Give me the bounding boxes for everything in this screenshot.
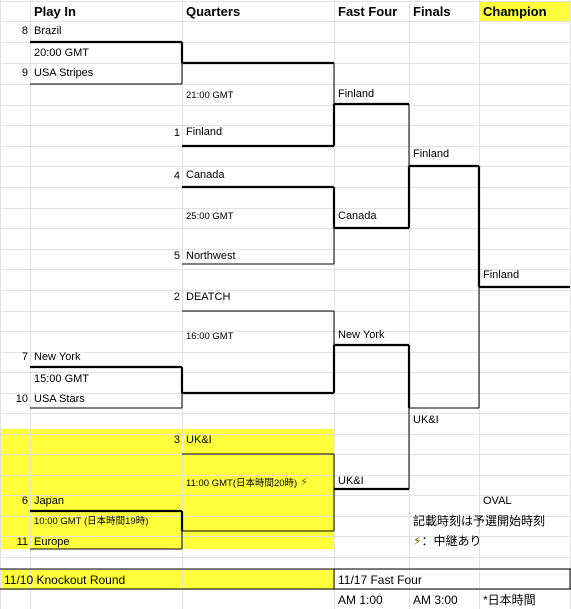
seed: 4 — [173, 170, 180, 182]
header-finals: Finals — [409, 1, 479, 21]
stream-note: ⚡：中継あり — [413, 534, 481, 548]
match-time: 11:00 GMT(日本時間20時) ⚡ — [186, 475, 308, 491]
knockout-round-label: 11/10 Knockout Round — [4, 573, 126, 587]
team-name: USA Stars — [34, 393, 85, 405]
team-name: UK&I — [413, 414, 439, 426]
seed: 6 — [21, 495, 28, 507]
team-name: UK&I — [186, 434, 212, 446]
header-play-in: Play In — [30, 1, 182, 21]
team-name: Canada — [338, 210, 377, 222]
seed: 1 — [173, 127, 180, 139]
match-time: 21:00 GMT — [186, 90, 234, 101]
team-name: DEATCH — [186, 291, 231, 303]
fast-four-date-label: 11/17 Fast Four — [338, 573, 422, 587]
lightning-icon: ⚡ — [299, 475, 309, 489]
seed: 9 — [21, 67, 28, 79]
header-fast-four: Fast Four — [334, 1, 409, 21]
header-champion: Champion — [479, 1, 571, 21]
team-name: Europe — [34, 536, 70, 548]
time-am1: AM 1:00 — [338, 593, 383, 607]
team-name: UK&I — [338, 475, 364, 487]
seed: 10 — [15, 393, 28, 405]
seed: 3 — [173, 434, 180, 446]
time-am3: AM 3:00 — [413, 593, 458, 607]
team-name: Finland — [186, 126, 223, 138]
oval-label: OVAL — [483, 495, 512, 507]
team-name: Brazil — [34, 25, 62, 37]
team-name: New York — [338, 329, 385, 341]
match-time: 15:00 GMT — [34, 373, 90, 385]
seed: 11 — [16, 536, 28, 548]
team-name: Northwest — [186, 250, 236, 262]
match-time: 10:00 GMT (日本時間19時) — [34, 516, 149, 527]
team-name: Canada — [186, 169, 225, 181]
seed: 5 — [173, 250, 180, 262]
lightning-icon: ⚡ — [413, 534, 422, 548]
team-name: USA Stripes — [34, 67, 94, 79]
highlight-knockout-footer — [0, 569, 334, 589]
champion-name: Finland — [483, 269, 520, 281]
match-time: 25:00 GMT — [186, 211, 234, 222]
match-time: 16:00 GMT — [186, 331, 234, 342]
header-quarters: Quarters — [182, 1, 334, 21]
team-name: Finland — [338, 88, 375, 100]
team-name: New York — [34, 351, 81, 363]
team-name: Finland — [413, 148, 450, 160]
stream-note-text: ：中継あり — [421, 534, 482, 548]
match-time-text: 11:00 GMT(日本時間20時) — [186, 478, 298, 489]
seed: 7 — [21, 351, 28, 363]
highlight-bottom-block — [0, 429, 334, 549]
team-name: Japan — [34, 495, 64, 507]
start-time-note: 記載時刻は予選開始時刻 — [413, 514, 546, 528]
seed: 8 — [21, 25, 28, 37]
jst-note: *日本時間 — [483, 593, 536, 607]
seed: 2 — [173, 291, 180, 303]
match-time: 20:00 GMT — [34, 47, 90, 59]
